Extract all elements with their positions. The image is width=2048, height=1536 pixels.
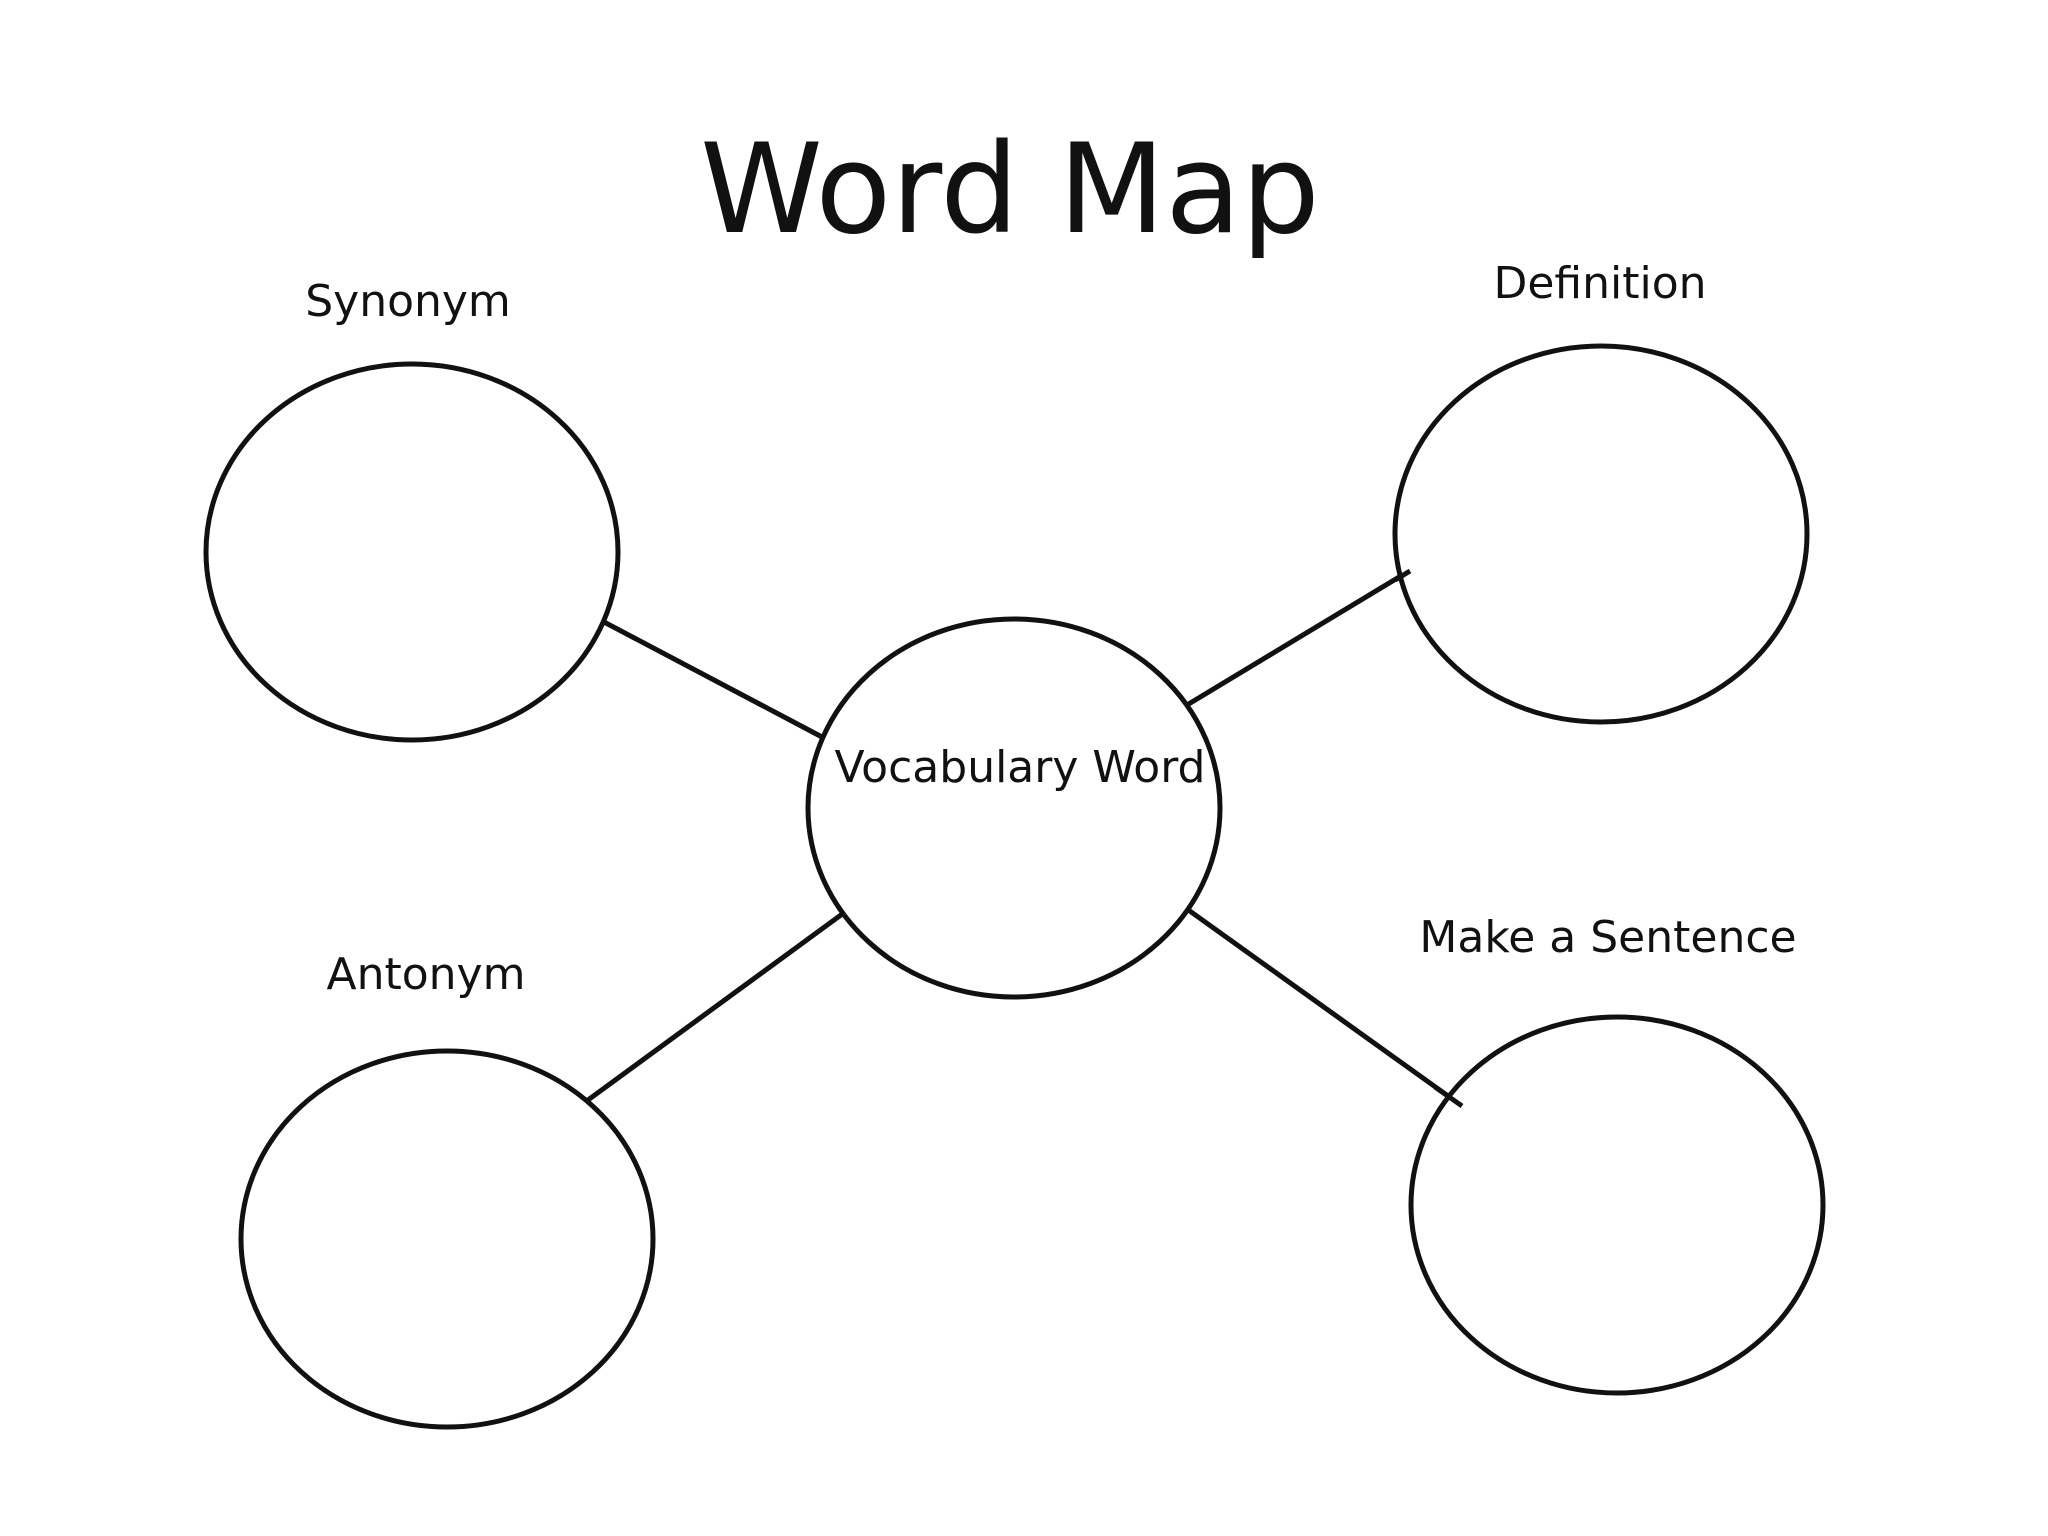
- definition-node: [1392, 343, 1810, 725]
- connector-sentence-tick: [1433, 1084, 1464, 1109]
- vocabulary-word-node: [805, 616, 1223, 1000]
- page-title: Word Map: [700, 118, 1320, 262]
- antonym-node: [238, 1048, 656, 1430]
- center-label: Vocabulary Word: [835, 742, 1206, 793]
- antonym-label: Antonym: [327, 949, 526, 1000]
- sentence-node: [1408, 1014, 1826, 1396]
- connector-definition: [1185, 565, 1416, 708]
- synonym-node: [203, 361, 621, 743]
- connector-synonym: [602, 619, 824, 740]
- synonym-label: Synonym: [305, 276, 511, 327]
- definition-label: Definition: [1493, 258, 1706, 309]
- connector-sentence: [1185, 906, 1457, 1104]
- sentence-label: Make a Sentence: [1419, 912, 1796, 963]
- connector-antonym: [586, 909, 847, 1103]
- connector-definition-tick: [1393, 568, 1412, 583]
